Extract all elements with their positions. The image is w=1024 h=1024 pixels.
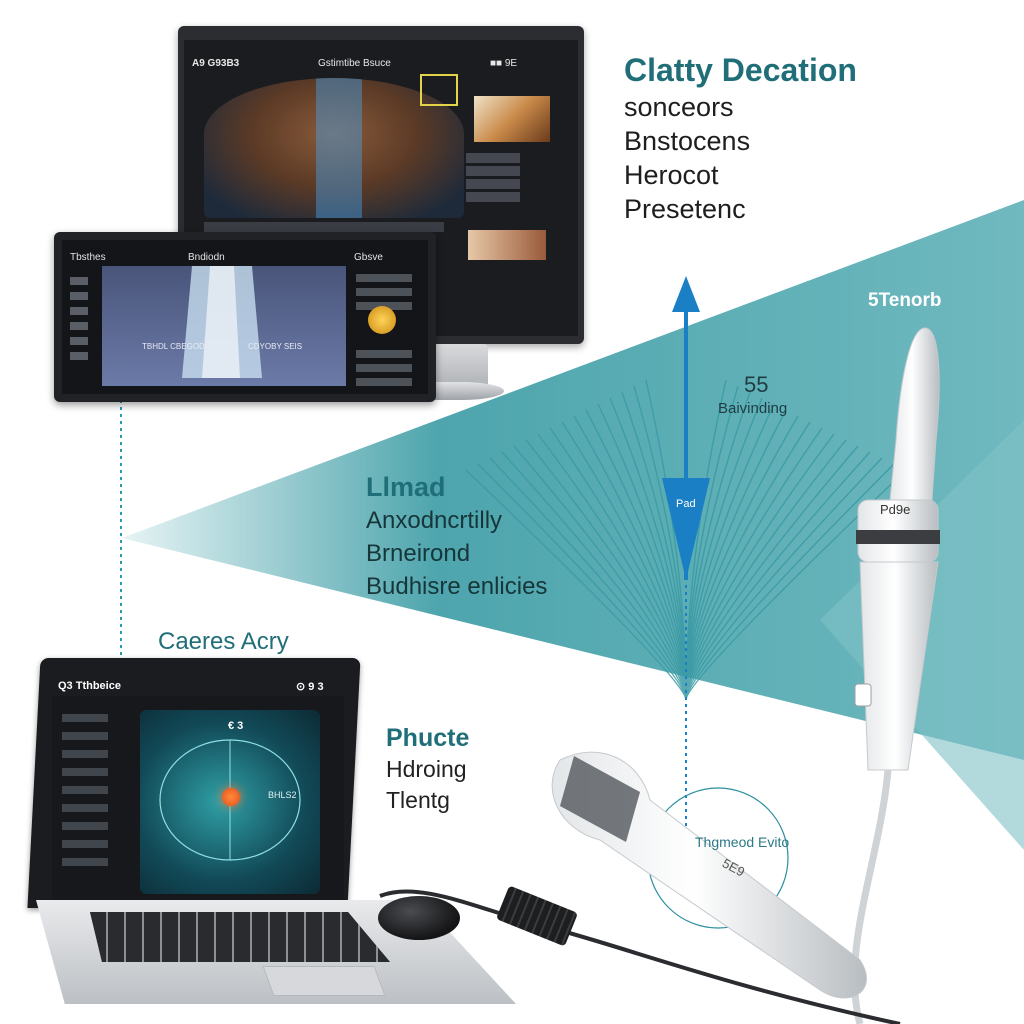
lower-probe-label: Thgmeod Evito — [695, 834, 790, 850]
middle-line: Brneirond — [366, 540, 471, 567]
laptop-title: Q3 Tthbeice — [58, 680, 121, 692]
middle-line: Anxodncrtilly — [366, 507, 503, 534]
teal-wedge — [122, 200, 1024, 760]
lower-text-block: Phucte Hdroing Tlentg — [386, 722, 469, 816]
monitor-side-panel — [466, 150, 556, 222]
top-right-line: Herocot — [624, 160, 719, 190]
tablet-left-tag: Tbsthes — [70, 252, 106, 263]
monitor-left-tag: A9 G93B3 — [192, 58, 240, 69]
monitor-highlight-box — [420, 74, 458, 106]
caeres-label: Caeres Acry — [158, 628, 289, 655]
lower-line: Hdroing — [386, 756, 467, 782]
monitor-right-tag: ■■ 9E — [490, 58, 518, 69]
probe-top-label: 5Tenorb — [868, 290, 942, 311]
laptop-trackpad[interactable] — [262, 966, 386, 996]
top-right-line: sonceors — [624, 92, 734, 122]
top-right-text-block: Clatty Decation sonceors Bnstocens Heroc… — [624, 52, 857, 226]
monitor-toolbar: A9 G93B3 Gstimtibe Bsuce ■■ 9E — [190, 58, 570, 74]
probe-icon — [851, 327, 940, 1024]
tablet-title: Bndiodn — [188, 252, 225, 263]
laptop-keyboard[interactable] — [90, 912, 390, 962]
pad-label: Pad — [676, 498, 696, 510]
monitor-title: Gstimtibe Bsuce — [318, 58, 391, 69]
lower-line: Tlentg — [386, 787, 450, 813]
tablet-left-controls[interactable] — [66, 270, 96, 390]
mouse[interactable] — [378, 896, 460, 940]
laptop-view-mid: BHLS2 — [268, 790, 297, 800]
lower-probe-icon — [551, 751, 867, 999]
beam-value-label: 55 — [744, 372, 769, 397]
laptop-toolbar: Q3 Tthbeice ⊙ 9 3 — [56, 678, 346, 694]
monitor-thumbnail[interactable] — [474, 96, 550, 142]
top-right-line: Presetenc — [624, 194, 746, 224]
tablet-right-tag: Gbsve — [354, 252, 383, 263]
tablet-ultrasound-view[interactable]: TBHDL CBEGOD CDYOBY SEIS — [102, 266, 346, 386]
tablet-beam-graphic — [182, 266, 262, 378]
probe-badge-label: Pd9e — [880, 502, 911, 517]
laptop-sidebar[interactable] — [58, 704, 124, 900]
middle-line: Budhisre enlicies — [366, 573, 548, 600]
tablet-view-left: TBHDL CBEGOD — [142, 342, 205, 351]
tablet-action-button[interactable] — [368, 306, 396, 334]
middle-title: Llmad — [366, 472, 446, 502]
top-right-line: Bnstocens — [624, 126, 751, 156]
laptop-target-dot — [222, 788, 240, 806]
laptop-top-right: ⊙ 9 3 — [296, 681, 324, 693]
monitor-status-bar — [204, 222, 444, 232]
monitor-thumbnail-lower[interactable] — [468, 230, 546, 260]
down-arrow-icon — [662, 478, 710, 580]
middle-text-block: Llmad Anxodncrtilly Brneirond Budhisre e… — [366, 470, 547, 603]
tablet-view-right: CDYOBY SEIS — [248, 342, 303, 351]
lower-title: Phucte — [386, 724, 470, 752]
beam-caption-label: Baivinding — [718, 400, 788, 417]
laptop-view-tag: € 3 — [228, 720, 244, 732]
top-right-title: Clatty Decation — [624, 52, 857, 88]
